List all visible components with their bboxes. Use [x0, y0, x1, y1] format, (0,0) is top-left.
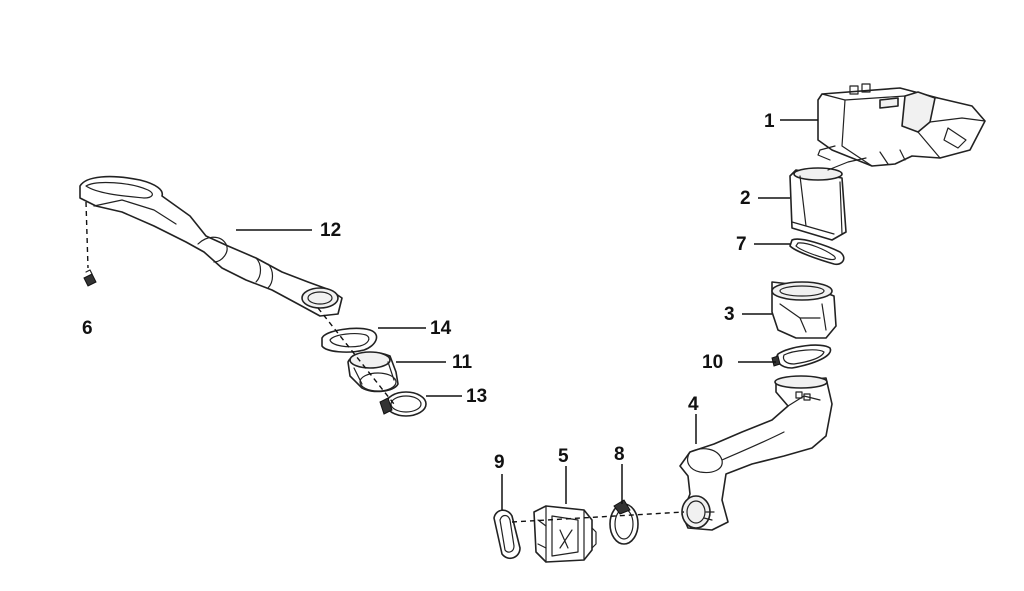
callout-labels: 1 2 7 3 10 4 12 6 14 11 13 9 5 8 — [82, 111, 775, 473]
part-2-outlet-duct[interactable] — [789, 157, 867, 241]
part-14-seal-ring[interactable] — [321, 327, 378, 353]
callout-7[interactable]: 7 — [736, 234, 747, 255]
part-4-intake-duct[interactable] — [679, 375, 833, 531]
callout-9[interactable]: 9 — [494, 452, 505, 473]
leader-lines — [236, 119, 818, 510]
callout-13[interactable]: 13 — [466, 386, 487, 407]
part-3-duct-adapter[interactable] — [771, 281, 837, 339]
part-5-coupling-sleeve[interactable] — [533, 505, 597, 563]
callout-14[interactable]: 14 — [430, 318, 452, 339]
callout-8[interactable]: 8 — [614, 444, 625, 465]
part-9-seal-ring[interactable] — [493, 509, 521, 560]
callout-2[interactable]: 2 — [740, 188, 751, 209]
callout-12[interactable]: 12 — [320, 220, 341, 241]
callout-1[interactable]: 1 — [764, 111, 775, 132]
part-11-coupling-sleeve[interactable] — [347, 351, 399, 393]
callout-6[interactable]: 6 — [82, 318, 93, 339]
part-1-air-cleaner-housing[interactable] — [817, 83, 986, 167]
part-7-seal-ring[interactable] — [789, 238, 845, 266]
assembly-lines — [85, 201, 685, 523]
part-10-hose-clamp[interactable] — [771, 344, 832, 369]
callout-3[interactable]: 3 — [724, 304, 735, 325]
part-8-hose-clamp[interactable] — [609, 499, 639, 545]
callout-10[interactable]: 10 — [702, 352, 723, 373]
callout-4[interactable]: 4 — [688, 394, 699, 415]
part-6-fastener-pin[interactable] — [83, 269, 97, 287]
callout-11[interactable]: 11 — [452, 352, 473, 373]
part-13-hose-clamp[interactable] — [379, 391, 427, 417]
part-12-snorkel-tube[interactable] — [79, 175, 343, 317]
callout-5[interactable]: 5 — [558, 446, 569, 467]
